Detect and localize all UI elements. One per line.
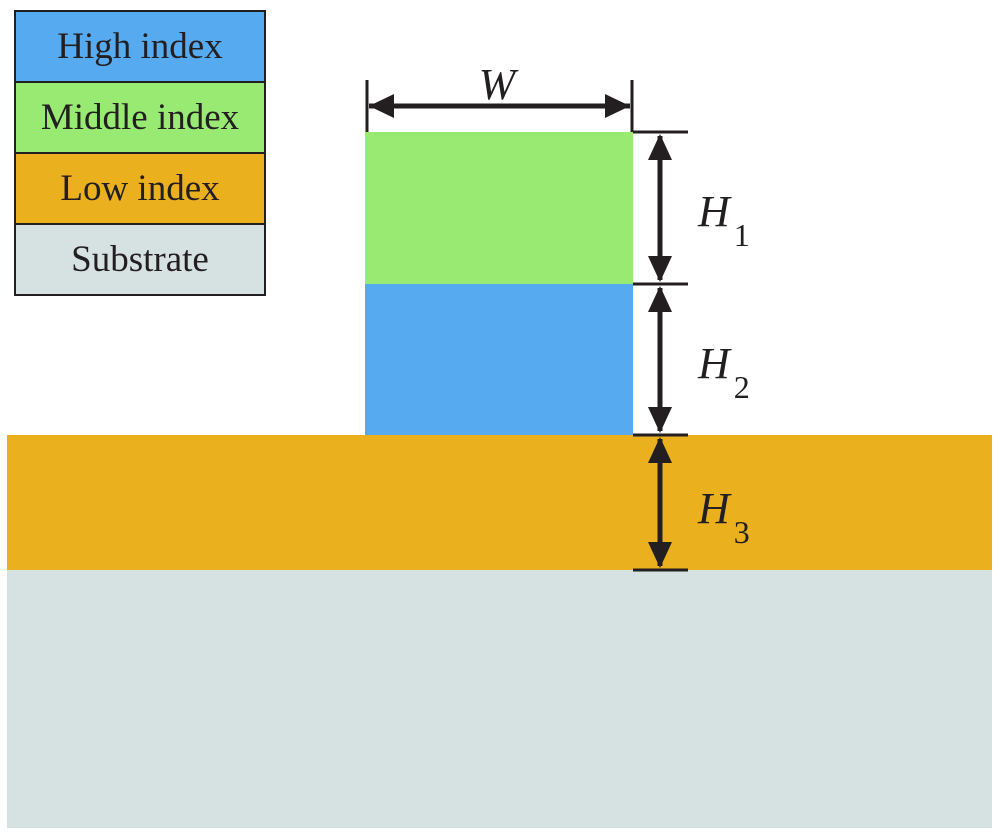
width-dimension xyxy=(365,80,634,132)
height-3-arrow xyxy=(648,437,672,568)
substrate-layer xyxy=(7,570,992,828)
high-index-layer xyxy=(365,284,633,435)
legend: High index Middle index Low index Substr… xyxy=(14,10,266,296)
legend-item-low-index: Low index xyxy=(16,154,264,225)
middle-index-layer xyxy=(365,132,633,284)
low-index-layer xyxy=(7,435,992,570)
height-2-arrow xyxy=(648,286,672,433)
height-1-arrow xyxy=(648,134,672,282)
height-ticks xyxy=(633,130,688,572)
legend-item-high-index: High index xyxy=(16,12,264,83)
legend-item-substrate: Substrate xyxy=(16,225,264,294)
width-dimension-arrow xyxy=(369,94,630,118)
width-label: W xyxy=(479,60,519,109)
legend-item-middle-index: Middle index xyxy=(16,83,264,154)
